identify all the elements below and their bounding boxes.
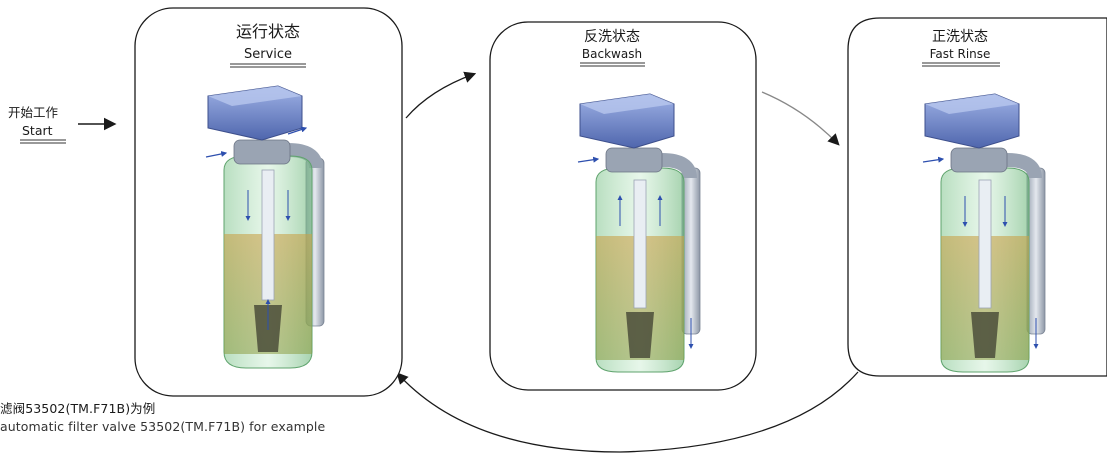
valve-base xyxy=(233,139,291,165)
start-label-cn: 开始工作 xyxy=(8,105,59,120)
riser-tube xyxy=(978,179,992,309)
bottom-distributor xyxy=(971,312,999,358)
filter-valve-tank-illustration xyxy=(577,93,701,373)
caption-chinese: 滤阀53502(TM.F71B)为例 xyxy=(0,401,156,416)
valve-base xyxy=(605,147,663,173)
bottom-distributor xyxy=(626,312,654,358)
stage-service: 运行状态 Service xyxy=(134,7,403,397)
stage-title-en: Fast Rinse xyxy=(930,47,991,61)
stage-title-en: Backwash xyxy=(582,47,642,61)
stage-title-en: Service xyxy=(244,47,292,62)
start-label-en: Start xyxy=(22,123,53,138)
riser-tube xyxy=(633,179,647,309)
filter-valve-tank-illustration xyxy=(205,85,325,369)
filter-valve-tank-illustration xyxy=(922,93,1046,373)
stage-backwash: 反洗状态 Backwash xyxy=(489,21,757,391)
start-label: 开始工作 Start xyxy=(8,105,117,144)
stage-title-cn: 正洗状态 xyxy=(932,29,988,45)
caption-english: automatic filter valve 53502(TM.F71B) fo… xyxy=(0,419,326,433)
valve-base xyxy=(950,147,1008,173)
flow-arrow xyxy=(922,156,945,163)
stage-title-cn: 反洗状态 xyxy=(584,29,640,45)
stage-title-cn: 运行状态 xyxy=(236,22,300,41)
cycle-arrow-backwash-to-rinse xyxy=(761,91,840,146)
flow-arrow xyxy=(577,156,600,163)
cycle-arrow-rinse-to-service xyxy=(396,371,859,453)
stage-fast-rinse: 正洗状态 Fast Rinse xyxy=(847,17,1107,377)
cycle-arrow-service-to-backwash xyxy=(405,71,477,119)
riser-tube xyxy=(261,169,275,301)
bypass-pipe xyxy=(681,167,701,335)
flow-arrow xyxy=(205,150,228,158)
flow-arrow xyxy=(287,126,308,135)
bypass-pipe xyxy=(1026,167,1046,335)
